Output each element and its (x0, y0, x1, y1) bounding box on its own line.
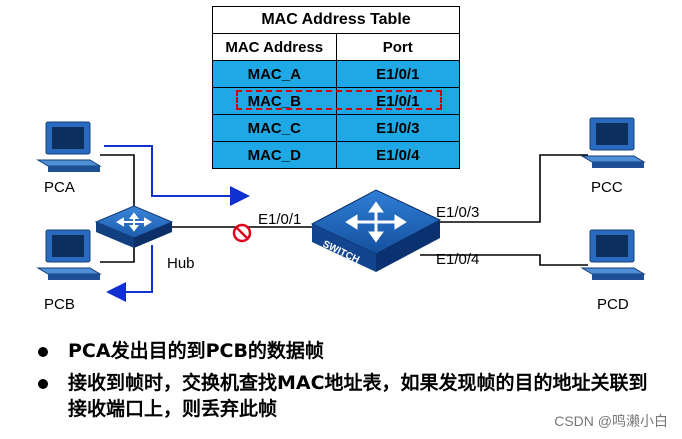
watermark: CSDN @鸣濑小白 (554, 413, 668, 429)
table-cell: E1/0/4 (335, 141, 460, 169)
switch-icon: SWITCH (310, 189, 442, 272)
table-title: MAC Address Table (212, 6, 460, 34)
flow-arrow-to-pcb (106, 245, 153, 302)
link-pca-hub (100, 154, 135, 212)
pc-icon (580, 117, 646, 168)
port-label-sw-top-right: E1/0/3 (436, 204, 479, 221)
table-cell: MAC_C (212, 114, 337, 142)
device-label-hub: Hub (167, 255, 195, 272)
port-label-sw-bottom-right: E1/0/4 (436, 251, 479, 268)
mac-address-table: MAC Address Table MAC Address Port MAC_A… (212, 6, 460, 169)
table-cell: MAC_B (212, 87, 337, 115)
bullet-text: PCA发出目的到PCB的数据帧 (68, 340, 324, 362)
table-row: MAC_A E1/0/1 (212, 60, 460, 88)
device-label-pcd: PCD (597, 296, 629, 313)
flow-arrow-to-switch (104, 145, 250, 206)
device-label-pcc: PCC (591, 179, 623, 196)
table-cell: MAC_D (212, 141, 337, 169)
pc-icon (36, 229, 102, 280)
table-cell: E1/0/1 (335, 87, 460, 115)
bullet-text: 接收到帧时，交换机查找MAC地址表，如果发现帧的目的地址关联到接收端口上，则丢弃… (68, 372, 648, 420)
list-item: PCA发出目的到PCB的数据帧 (38, 338, 678, 364)
link-switch-pcd (420, 254, 588, 266)
table-row: MAC_D E1/0/4 (212, 141, 460, 169)
hub-icon (94, 205, 174, 248)
table-row: MAC_B E1/0/1 (212, 87, 460, 115)
blocked-icon (232, 223, 252, 243)
device-label-pcb: PCB (44, 296, 75, 313)
bullet-list: PCA发出目的到PCB的数据帧 接收到帧时，交换机查找MAC地址表，如果发现帧的… (38, 338, 678, 428)
link-switch-pcc (430, 154, 588, 223)
port-label-sw-left: E1/0/1 (258, 211, 301, 228)
column-header: Port (335, 33, 460, 61)
pc-icon (580, 229, 646, 280)
bullet-icon (38, 379, 48, 389)
table-cell: E1/0/3 (335, 114, 460, 142)
column-header: MAC Address (212, 33, 337, 61)
pc-icon (36, 121, 102, 172)
table-row: MAC_C E1/0/3 (212, 114, 460, 142)
bullet-icon (38, 347, 48, 357)
device-label-pca: PCA (44, 179, 75, 196)
list-item: 接收到帧时，交换机查找MAC地址表，如果发现帧的目的地址关联到接收端口上，则丢弃… (38, 370, 678, 422)
table-cell: MAC_A (212, 60, 337, 88)
table-cell: E1/0/1 (335, 60, 460, 88)
